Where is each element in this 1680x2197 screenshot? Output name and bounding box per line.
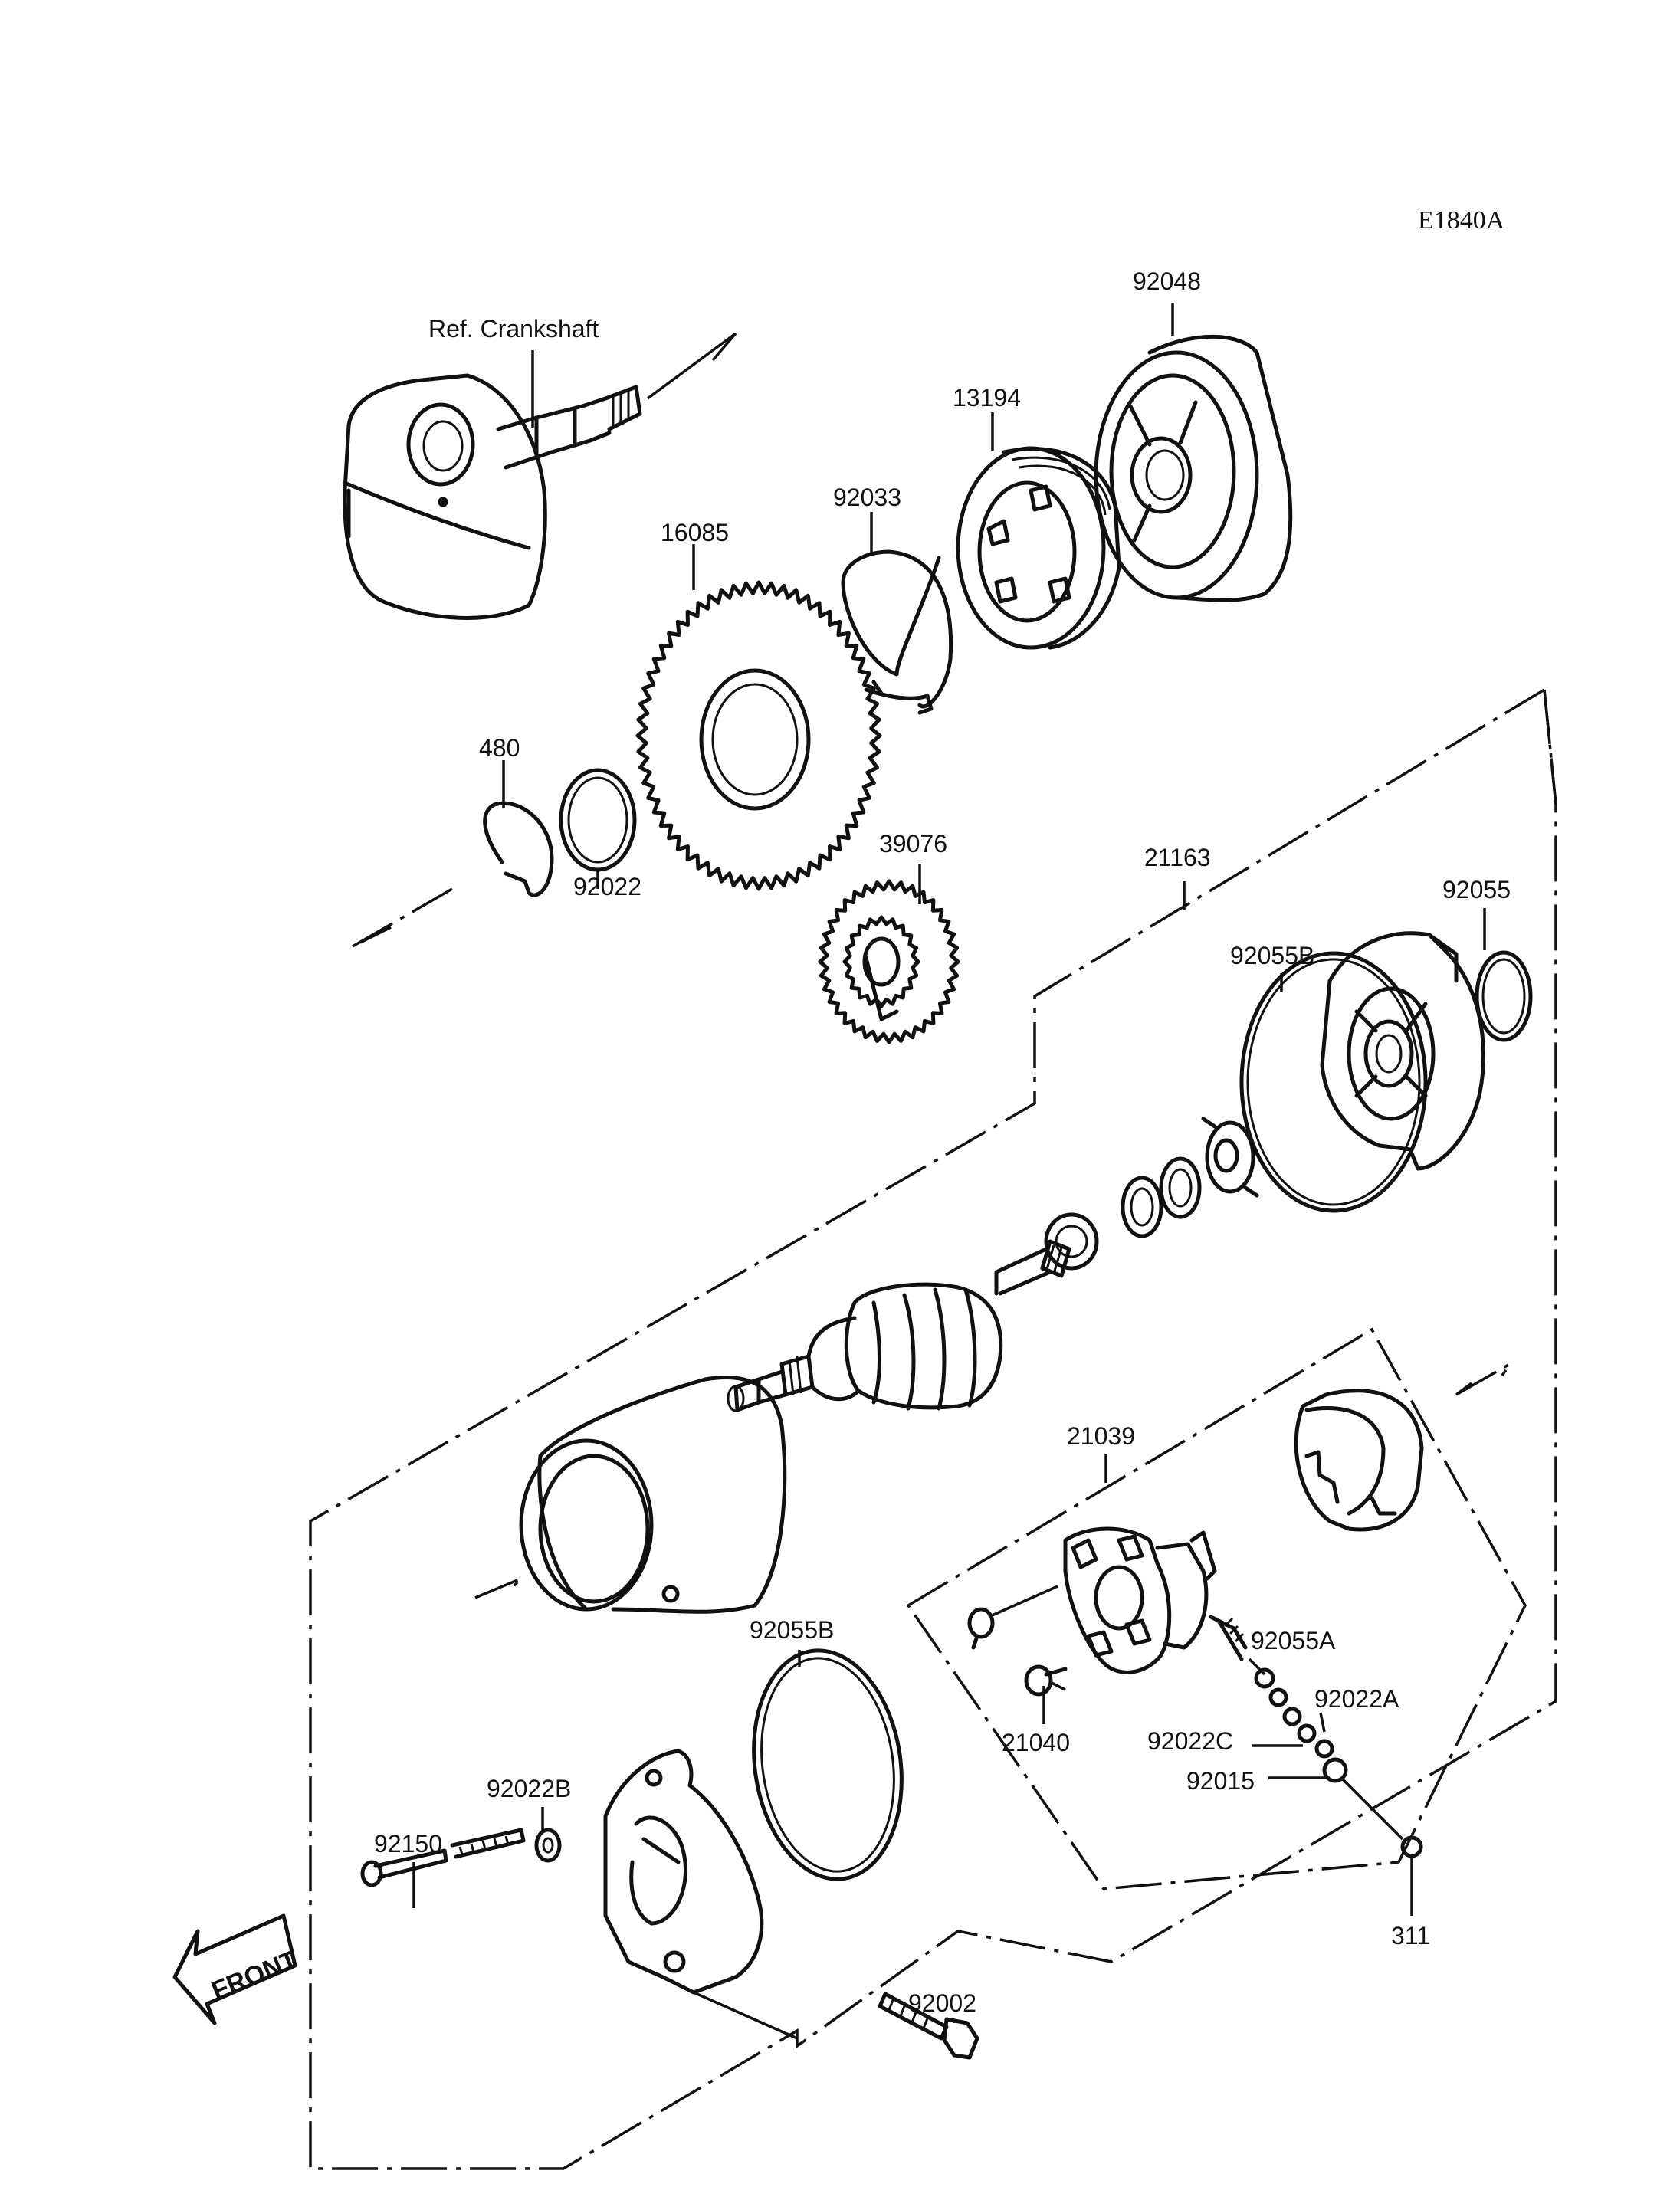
label-92022A: 92022A bbox=[1314, 1685, 1399, 1713]
part-92002-bolt bbox=[693, 1991, 979, 2060]
label-92002: 92002 bbox=[908, 1989, 976, 2017]
brush-holder-plate bbox=[1063, 1526, 1248, 1674]
front-direction-arrow: FRONT bbox=[172, 1913, 302, 2025]
part-480-circlip bbox=[483, 801, 554, 897]
part-39076-starter-reduction-gear bbox=[818, 879, 960, 1044]
label-21163: 21163 bbox=[1144, 844, 1211, 871]
label-13194: 13194 bbox=[953, 384, 1021, 412]
assembly-boundary-lines bbox=[309, 687, 1557, 2170]
label-92048: 92048 bbox=[1133, 267, 1201, 295]
part-92022B-washer bbox=[534, 1828, 562, 1863]
part-92022-washer bbox=[559, 768, 637, 872]
label-92022B: 92022B bbox=[487, 1775, 571, 1802]
armature bbox=[727, 1239, 1071, 1412]
part-92055-o-ring bbox=[1475, 950, 1533, 1042]
label-92015: 92015 bbox=[1186, 1767, 1255, 1795]
label-16085: 16085 bbox=[661, 519, 729, 546]
label-92150: 92150 bbox=[374, 1830, 442, 1858]
brush-holder-small-parts bbox=[967, 1585, 1423, 1858]
part-16085-starter-idle-gear bbox=[635, 580, 882, 891]
front-label: FRONT bbox=[208, 1945, 302, 2005]
label-92022C: 92022C bbox=[1147, 1727, 1233, 1755]
label-311: 311 bbox=[1391, 1922, 1430, 1949]
part-92033-circlip bbox=[841, 549, 953, 715]
starter-rear-cover bbox=[603, 1749, 764, 1995]
label-480: 480 bbox=[479, 734, 520, 762]
label-ref-crankshaft: Ref. Crankshaft bbox=[428, 315, 599, 343]
label-92055: 92055 bbox=[1442, 876, 1511, 903]
starter-front-cover bbox=[1320, 931, 1486, 1171]
label-21039: 21039 bbox=[1067, 1422, 1135, 1450]
part-labels: Ref. Crankshaft 92048 13194 92033 16085 … bbox=[374, 267, 1511, 2017]
label-92055B-top: 92055B bbox=[1230, 942, 1314, 969]
crankshaft-illustration bbox=[343, 332, 737, 620]
label-92055A: 92055A bbox=[1251, 1627, 1336, 1654]
starter-yoke bbox=[519, 1376, 787, 1614]
label-21040: 21040 bbox=[1002, 1729, 1070, 1756]
part-92055B-o-ring-bottom bbox=[752, 1648, 904, 1881]
label-92022: 92022 bbox=[573, 873, 641, 900]
diagram-code: E1840A bbox=[1418, 206, 1505, 234]
label-92055B-bottom: 92055B bbox=[750, 1616, 834, 1644]
label-92033: 92033 bbox=[833, 484, 901, 511]
part-13194-one-way-clutch bbox=[956, 446, 1121, 650]
part-92055B-o-ring-top bbox=[1239, 951, 1428, 1213]
shaft-washers bbox=[1044, 1117, 1259, 1271]
part-92048-starter-clutch-housing bbox=[1094, 334, 1293, 602]
brush-end-cap bbox=[1294, 1389, 1424, 1532]
leader-lines bbox=[412, 303, 1486, 2023]
label-39076: 39076 bbox=[879, 830, 947, 857]
